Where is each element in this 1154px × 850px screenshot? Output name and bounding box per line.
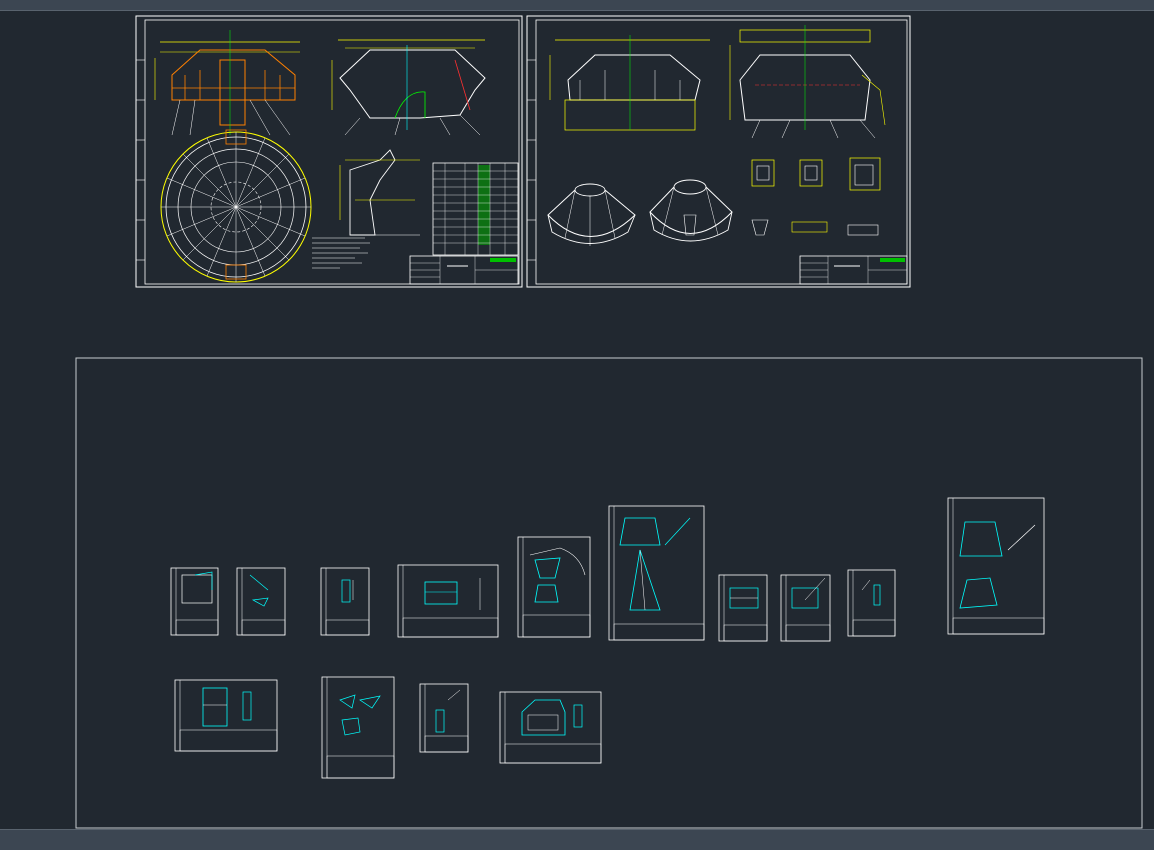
drawing-canvas[interactable] [0, 11, 1154, 830]
bottom-status-bar [0, 829, 1154, 850]
top-toolbar [0, 0, 1154, 11]
isometric-view-2 [649, 179, 733, 242]
sheet-assembly-views[interactable] [526, 15, 911, 288]
title-block [409, 255, 519, 285]
detail-2[interactable] [236, 567, 286, 636]
detail-a [339, 149, 420, 236]
detail-10[interactable] [947, 497, 1045, 635]
detail-4[interactable] [397, 564, 499, 638]
sheet-assembly-plan[interactable] [135, 15, 523, 288]
detail-6[interactable] [608, 505, 705, 641]
detail-11[interactable] [174, 679, 278, 752]
section-view-2 [729, 25, 886, 139]
detail-13[interactable] [419, 683, 469, 753]
cad-model-space[interactable] [0, 11, 1154, 830]
detail-9[interactable] [847, 569, 896, 637]
detail-14[interactable] [499, 691, 602, 764]
isometric-view-1 [547, 183, 636, 246]
elevation-view [549, 35, 710, 131]
detail-sheets-region [75, 357, 1143, 829]
detail-3[interactable] [320, 567, 370, 636]
front-view [154, 30, 300, 136]
detail-7[interactable] [718, 574, 768, 642]
section-view [331, 39, 486, 136]
detail-8[interactable] [780, 574, 831, 642]
parts-table [432, 162, 519, 256]
title-block-2 [799, 255, 908, 285]
detail-5[interactable] [517, 536, 591, 638]
plan-view-circle [160, 129, 312, 283]
detail-12[interactable] [321, 676, 395, 779]
notes-block [312, 237, 370, 269]
detail-views [751, 157, 881, 236]
detail-1[interactable] [170, 567, 219, 636]
